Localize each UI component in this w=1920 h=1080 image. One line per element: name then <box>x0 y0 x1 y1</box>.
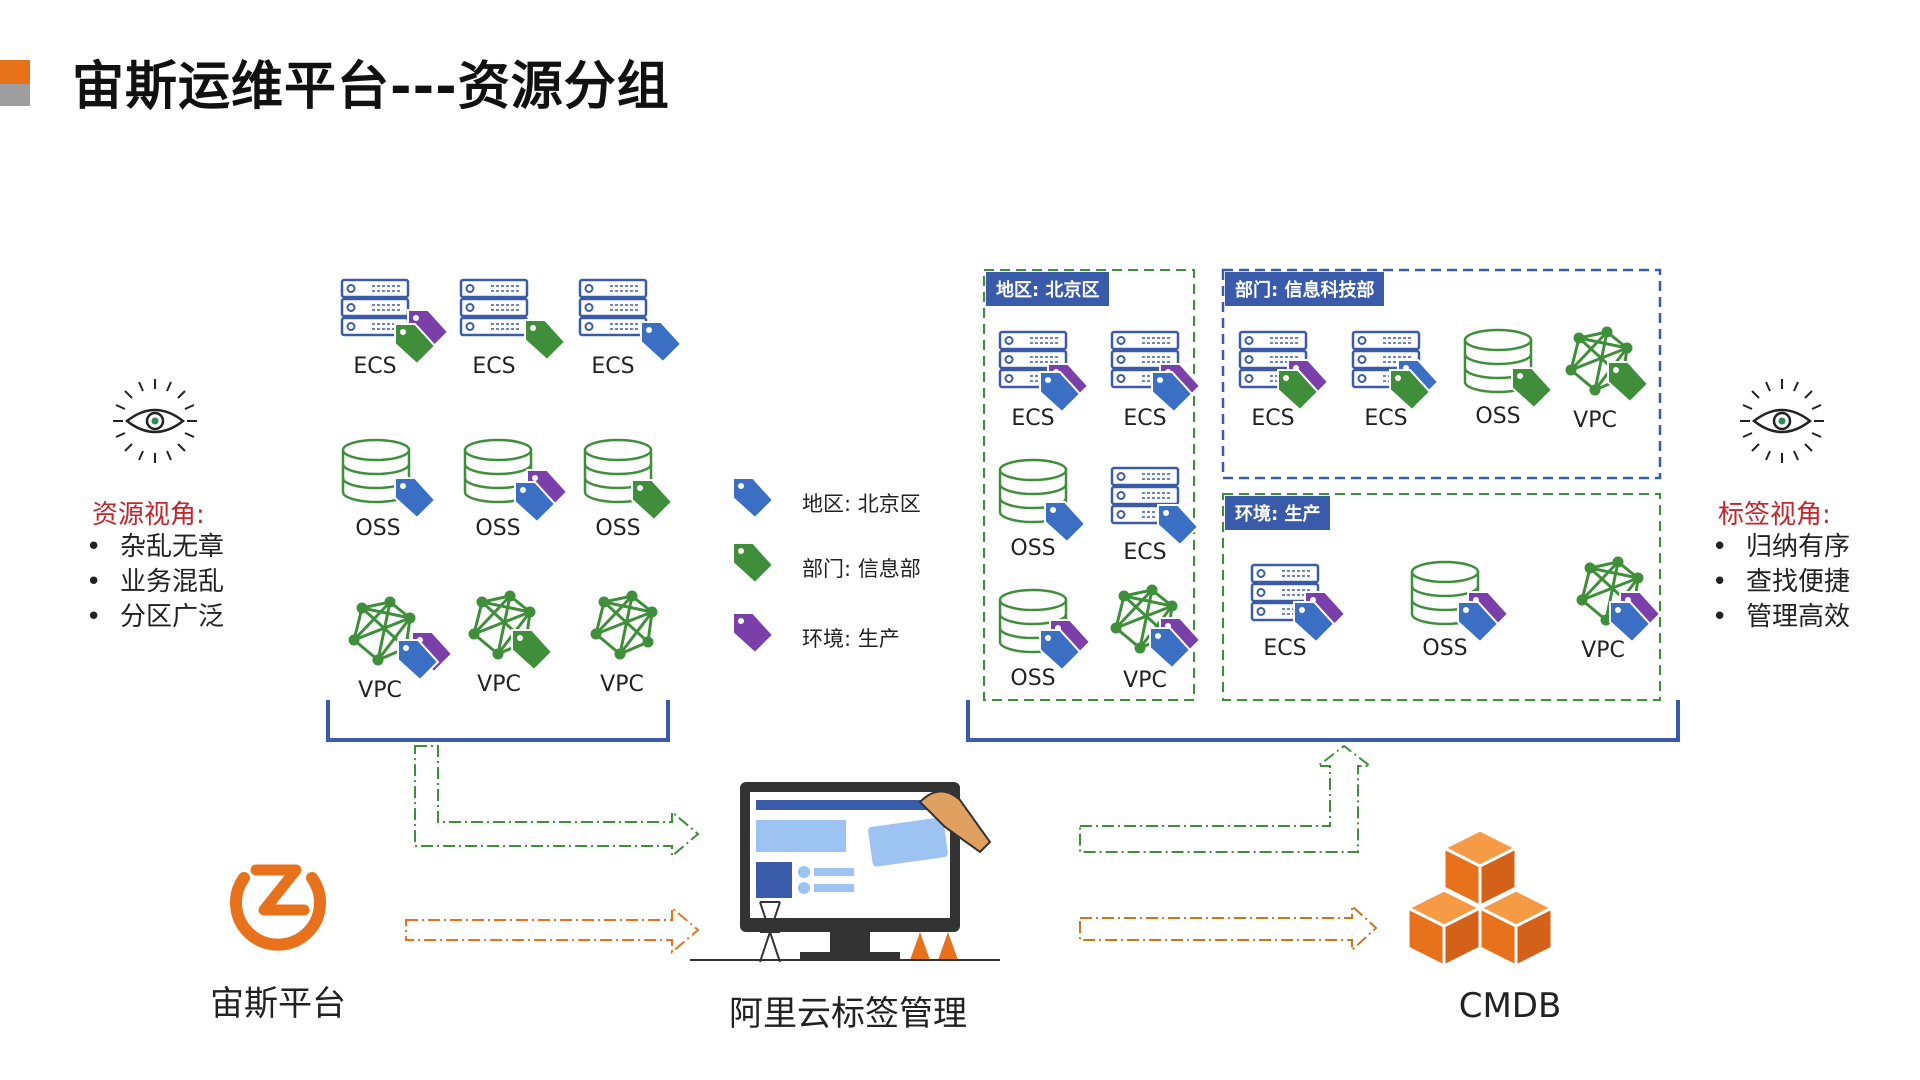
title-accent-gray <box>0 84 30 106</box>
dept-ecs-2-label: ECS <box>1364 406 1408 431</box>
zeus-platform-label: 宙斯平台 <box>210 984 346 1024</box>
dept-oss-label: OSS <box>1475 404 1521 429</box>
arrow-aliyun-to-groups <box>1079 744 1373 853</box>
left-oss-1-label: OSS <box>355 516 401 541</box>
arrow-bracket-to-aliyun <box>414 745 700 859</box>
dept-ecs-1-icon <box>1238 330 1329 411</box>
left-oss-2-label: OSS <box>475 516 521 541</box>
left-view-bullets: 杂乱无章 业务混乱 分区广泛 <box>86 530 224 635</box>
left-ecs-3-icon <box>578 278 682 363</box>
left-oss-2-icon <box>463 438 568 523</box>
left-vpc-3-label: VPC <box>600 672 644 697</box>
aliyun-tag-label: 阿里云标签管理 <box>729 994 967 1034</box>
left-oss-3-icon <box>583 438 673 521</box>
page-title: 宙斯运维平台---资源分组 <box>72 57 670 117</box>
region-vpc-label: VPC <box>1123 668 1167 693</box>
left-ecs-1-icon <box>340 278 449 365</box>
left-vpc-1-icon <box>348 596 453 681</box>
zeus-logo-icon <box>230 864 326 951</box>
left-vpc-2-icon <box>468 590 553 671</box>
legend-tag-blue-icon <box>732 477 774 519</box>
env-oss-icon <box>1410 560 1509 643</box>
left-ecs-2-label: ECS <box>472 354 516 379</box>
region-oss-1-icon <box>998 458 1086 543</box>
env-group-header: 环境: 生产 <box>1225 496 1331 530</box>
left-eye-icon <box>111 377 199 465</box>
legend-env-label: 环境: 生产 <box>802 627 900 651</box>
legend-tag-green-icon <box>732 542 774 584</box>
region-group-frame <box>983 269 1195 701</box>
left-bullet-2: 业务混乱 <box>86 565 224 600</box>
legend-tag-purple-icon <box>732 612 774 654</box>
legend-region-label: 地区: 北京区 <box>802 492 921 516</box>
region-ecs-3-icon <box>1110 466 1199 546</box>
aliyun-monitor-icon <box>690 782 1000 963</box>
legend-dept-label: 部门: 信息部 <box>802 557 921 581</box>
region-ecs-1-label: ECS <box>1011 406 1055 431</box>
region-ecs-3-label: ECS <box>1123 540 1167 565</box>
right-view-title: 标签视角: <box>1718 500 1831 530</box>
dept-group-header: 部门: 信息科技部 <box>1225 272 1385 306</box>
arrow-zeus-to-aliyun <box>405 905 700 955</box>
cmdb-cubes-icon <box>1406 828 1554 968</box>
right-bracket <box>966 700 1680 742</box>
right-view-bullets: 归纳有序 查找便捷 管理高效 <box>1712 530 1850 635</box>
left-bullet-1: 杂乱无章 <box>86 530 224 565</box>
region-ecs-2-label: ECS <box>1123 406 1167 431</box>
region-vpc-icon <box>1110 584 1201 669</box>
left-oss-3-label: OSS <box>595 516 641 541</box>
dept-group-frame <box>1221 268 1662 480</box>
left-ecs-2-icon <box>459 278 566 361</box>
right-bullet-2: 查找便捷 <box>1712 565 1850 600</box>
region-oss-2-icon <box>998 588 1091 671</box>
title-accent-orange <box>0 60 30 84</box>
left-bullet-3: 分区广泛 <box>86 600 224 635</box>
left-vpc-3-icon <box>590 590 658 660</box>
region-ecs-1-icon <box>998 330 1089 413</box>
dept-vpc-label: VPC <box>1573 408 1617 433</box>
env-ecs-icon <box>1250 563 1346 643</box>
dept-oss-icon <box>1463 328 1553 409</box>
dept-vpc-icon <box>1565 326 1649 403</box>
region-ecs-2-icon <box>1110 330 1201 413</box>
right-eye-icon <box>1738 377 1826 465</box>
env-vpc-label: VPC <box>1581 638 1625 663</box>
left-vpc-2-label: VPC <box>477 672 521 697</box>
right-bullet-3: 管理高效 <box>1712 600 1850 635</box>
dept-ecs-2-icon <box>1351 330 1439 411</box>
left-view-title: 资源视角: <box>92 500 205 530</box>
env-oss-label: OSS <box>1422 636 1468 661</box>
left-ecs-3-label: ECS <box>591 354 635 379</box>
env-ecs-label: ECS <box>1263 636 1307 661</box>
cmdb-label: CMDB <box>1458 986 1562 1026</box>
region-group-header: 地区: 北京区 <box>986 272 1110 306</box>
left-bracket <box>326 700 670 742</box>
region-oss-2-label: OSS <box>1010 666 1056 691</box>
left-oss-1-icon <box>341 438 436 519</box>
left-vpc-1-label: VPC <box>358 678 402 703</box>
dept-ecs-1-label: ECS <box>1251 406 1295 431</box>
right-bullet-1: 归纳有序 <box>1712 530 1850 565</box>
arrow-aliyun-to-cmdb <box>1079 903 1378 953</box>
region-oss-1-label: OSS <box>1010 536 1056 561</box>
left-ecs-1-label: ECS <box>353 354 397 379</box>
env-vpc-icon <box>1576 556 1661 643</box>
